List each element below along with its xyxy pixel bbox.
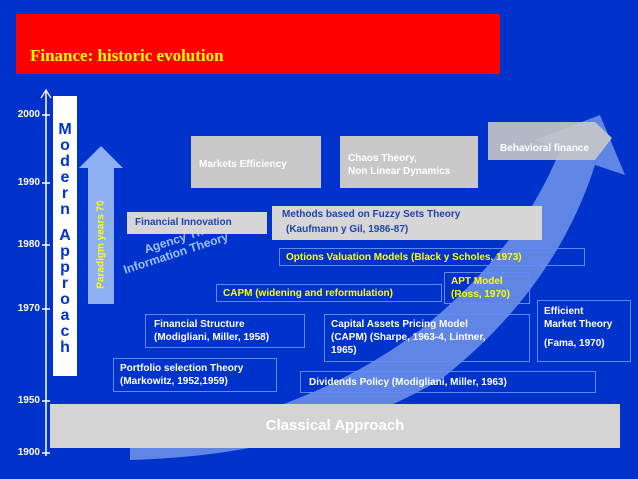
portfolio-selection-box: Portfolio selection Theory (Markowitz, 1… xyxy=(113,358,277,392)
financial-structure-line1: Financial Structure xyxy=(154,319,245,330)
efficient-market-line2: Market Theory xyxy=(544,319,613,330)
behavioral-finance-arrow-shape xyxy=(488,122,612,160)
financial-innovation-box: Financial Innovation xyxy=(127,212,267,234)
tick-label-2000: 2000 xyxy=(17,109,40,120)
modern-letter: r xyxy=(61,275,69,292)
dividends-policy-box: Dividends Policy (Modigliani, Miller, 19… xyxy=(300,371,596,393)
financial-innovation-label: Financial Innovation xyxy=(135,217,232,228)
efficient-market-line3: (Fama, 1970) xyxy=(544,338,605,349)
modern-letter: a xyxy=(60,307,70,324)
capm-line1: Capital Assets Pricing Model xyxy=(331,319,468,330)
modern-approach-box: M o d e r n A p p r o a c h xyxy=(53,96,77,376)
markets-efficiency-box: Markets Efficiency xyxy=(191,136,321,188)
modern-letter: h xyxy=(60,339,70,356)
fuzzy-sets-line1: Methods based on Fuzzy Sets Theory xyxy=(282,209,461,220)
page-title: Finance: historic evolution xyxy=(30,46,224,65)
options-valuation-label: Options Valuation Models (Black y Schole… xyxy=(286,252,522,263)
modern-letter: p xyxy=(60,243,70,260)
title-bar: Finance: historic evolution xyxy=(16,14,500,74)
capm-box: Capital Assets Pricing Model (CAPM) (Sha… xyxy=(324,314,530,362)
axis-arrowhead-icon xyxy=(40,88,52,99)
capm-widening-label: CAPM (widening and reformulation) xyxy=(223,288,393,299)
chaos-theory-box: Chaos Theory, Non Linear Dynamics xyxy=(340,136,478,188)
modern-letter: d xyxy=(60,153,70,170)
modern-letter: o xyxy=(60,291,70,308)
classical-approach-label: Classical Approach xyxy=(265,417,405,434)
tick-label-1900: 1900 xyxy=(17,447,40,458)
portfolio-line2: (Markowitz, 1952,1959) xyxy=(120,376,228,387)
fuzzy-sets-box: Methods based on Fuzzy Sets Theory (Kauf… xyxy=(272,206,542,240)
capm-line2: (CAPM) (Sharpe, 1963-4, Lintner, xyxy=(331,332,486,343)
apt-model-box: APT Model (Ross, 1970) xyxy=(444,272,530,304)
behavioral-finance-box: Behavioral finance xyxy=(500,142,589,155)
capm-widening-box: CAPM (widening and reformulation) xyxy=(216,284,442,302)
modern-letter: n xyxy=(60,201,70,218)
chaos-theory-line1: Chaos Theory, xyxy=(348,153,417,164)
behavioral-finance-label: Behavioral finance xyxy=(500,143,589,154)
paradigm-label: Paradigm years 70 xyxy=(95,200,107,289)
classical-approach-band: Classical Approach xyxy=(50,404,620,448)
efficient-market-line1: Efficient xyxy=(544,306,584,317)
financial-structure-line2: (Modigliani, Miller, 1958) xyxy=(154,332,270,343)
tick-label-1950: 1950 xyxy=(17,395,40,406)
tick-label-1970: 1970 xyxy=(17,303,40,314)
modern-letter: o xyxy=(60,137,70,154)
modern-letter: M xyxy=(58,121,72,138)
modern-letter: c xyxy=(60,323,70,340)
dividends-policy-label: Dividends Policy (Modigliani, Miller, 19… xyxy=(309,377,507,388)
options-valuation-box: Options Valuation Models (Black y Schole… xyxy=(279,248,585,266)
tick-label-1980: 1980 xyxy=(17,239,40,250)
capm-line3: 1965) xyxy=(331,345,357,356)
apt-model-line1: APT Model xyxy=(451,276,503,287)
financial-structure-box: Financial Structure (Modigliani, Miller,… xyxy=(145,314,305,348)
tick-label-1990: 1990 xyxy=(17,177,40,188)
modern-letter: A xyxy=(59,227,71,244)
modern-letter: e xyxy=(60,169,70,186)
portfolio-line1: Portfolio selection Theory xyxy=(120,363,244,374)
apt-model-line2: (Ross, 1970) xyxy=(451,289,510,300)
modern-letter: p xyxy=(60,259,70,276)
markets-efficiency-label: Markets Efficiency xyxy=(199,159,287,170)
chaos-theory-line2: Non Linear Dynamics xyxy=(348,166,451,177)
paradigm-arrow xyxy=(79,146,123,304)
modern-letter: r xyxy=(61,185,69,202)
efficient-market-box: Efficient Market Theory (Fama, 1970) xyxy=(537,300,631,362)
fuzzy-sets-line2: (Kaufmann y Gil, 1986-87) xyxy=(286,224,409,235)
